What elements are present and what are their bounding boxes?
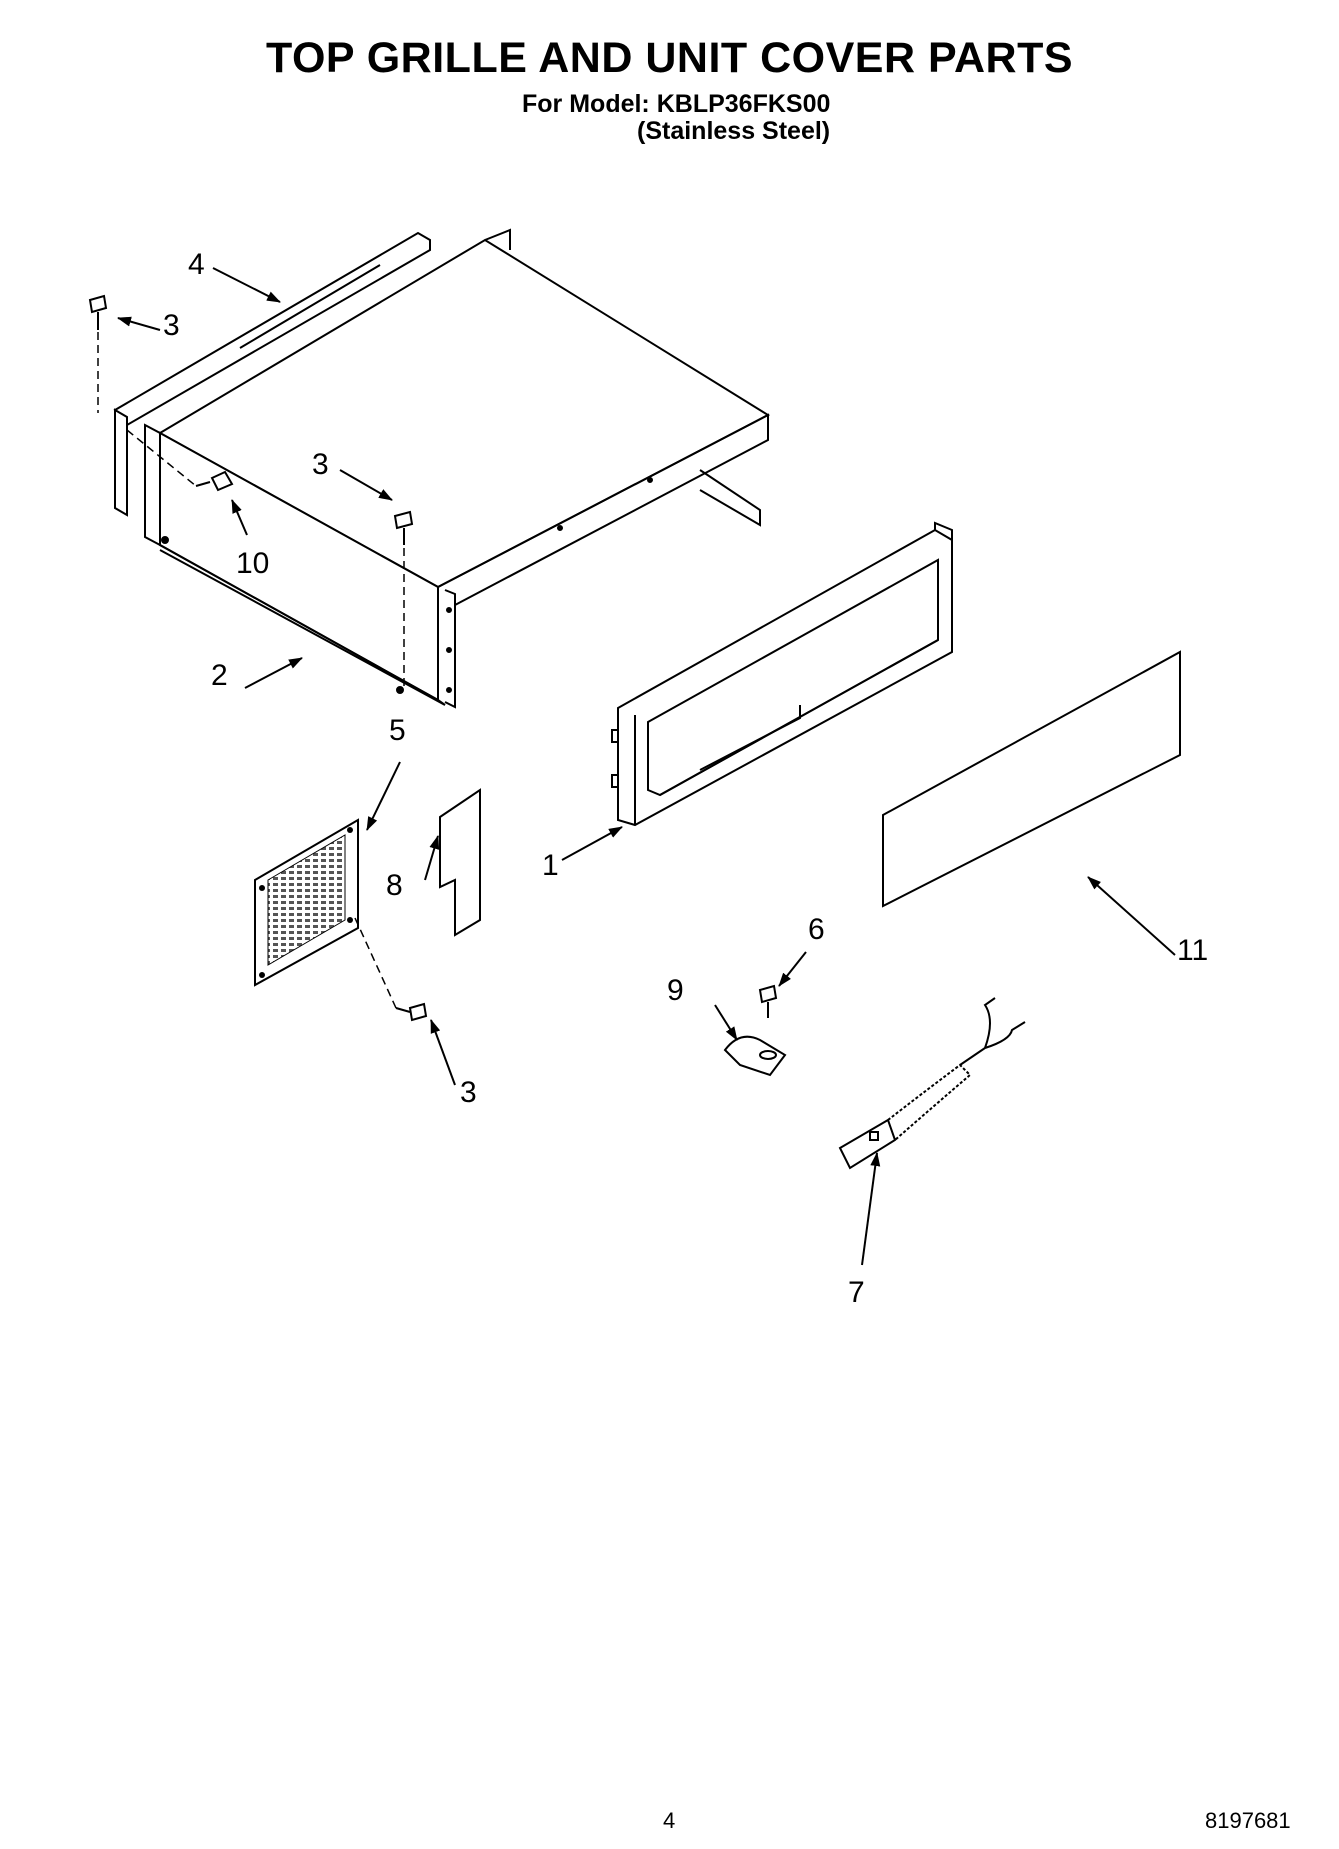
callout-5: 5 [389, 714, 406, 747]
page-number: 4 [663, 1808, 676, 1833]
unit-cover-part [144, 228, 771, 709]
callout-1: 1 [542, 849, 559, 882]
callout-8: 8 [386, 869, 403, 902]
callout-10: 10 [236, 547, 269, 580]
callout-2: 2 [211, 659, 228, 692]
callout-7: 7 [848, 1276, 865, 1309]
screw-icon [395, 1002, 428, 1022]
callout-arrows [117, 267, 1176, 1266]
wire-harness-part [838, 997, 1026, 1170]
callout-9: 9 [667, 974, 684, 1007]
screw-icon [195, 470, 234, 492]
screw-icon [88, 294, 108, 330]
callout-labels: 4 3 3 10 2 5 8 1 11 6 9 3 7 [163, 248, 1208, 1309]
callout-3: 3 [460, 1076, 477, 1109]
assembly-guide-lines [97, 332, 405, 1009]
callout-6: 6 [808, 913, 825, 946]
document-number: 8197681 [1205, 1808, 1291, 1833]
clip-part [723, 1035, 787, 1077]
vent-grille-part [254, 818, 359, 987]
page-title: TOP GRILLE AND UNIT COVER PARTS [265, 34, 1074, 82]
screw-icon [393, 510, 414, 545]
callout-3: 3 [163, 309, 180, 342]
model-line: For Model: KBLP36FKS00 [522, 90, 831, 118]
callout-11: 11 [1177, 934, 1208, 967]
screw-icon [758, 984, 778, 1018]
bracket-part [439, 788, 481, 937]
top-grille-frame-part [611, 521, 953, 827]
callout-4: 4 [188, 248, 205, 281]
finish-line: (Stainless Steel) [637, 117, 831, 145]
grille-panel-part [882, 650, 1181, 908]
callout-3: 3 [312, 448, 329, 481]
back-panel-part [113, 231, 431, 517]
